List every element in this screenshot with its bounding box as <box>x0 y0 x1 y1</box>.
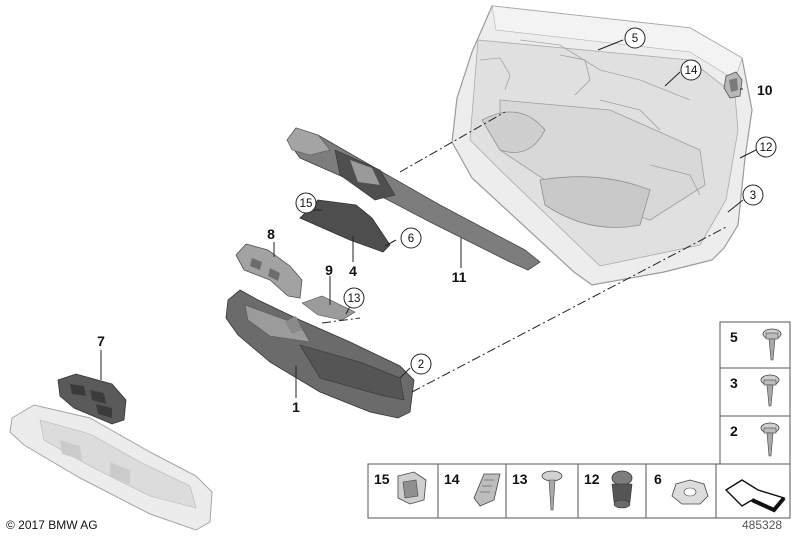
legend-side-label-0: 5 <box>730 329 738 345</box>
armrest-carrier-illustration <box>9 404 213 531</box>
screw-13-icon <box>541 470 563 511</box>
legend-side-label-2: 2 <box>730 423 738 439</box>
switch-module-part-7-illustration <box>57 373 127 425</box>
legend-bottom-label-1: 14 <box>444 471 460 487</box>
callout-3: 3 <box>750 190 756 202</box>
callout-9: 9 <box>325 262 333 278</box>
copyright-text: © 2017 BMW AG <box>6 518 98 532</box>
door-panel-illustration <box>451 5 753 286</box>
callout-1: 1 <box>292 399 300 415</box>
upper-trim-part-11-illustration <box>286 127 541 271</box>
legend-bottom-label-0: 15 <box>374 471 390 487</box>
screw-2-icon <box>760 422 780 457</box>
callout-5: 5 <box>632 33 638 45</box>
callout-6: 6 <box>408 233 414 245</box>
clip-15-icon <box>397 471 427 505</box>
screw-3-icon <box>760 374 780 407</box>
armrest-part-1-illustration <box>225 289 415 419</box>
clip-14-icon <box>473 473 501 507</box>
callout-12: 12 <box>760 142 773 154</box>
legend-side-label-1: 3 <box>730 375 738 391</box>
callout-2: 2 <box>418 359 424 371</box>
diagram-number: 485328 <box>742 518 782 532</box>
washer-6-icon <box>671 479 709 505</box>
callout-15: 15 <box>300 198 313 210</box>
bracket-part-8-illustration <box>235 243 303 299</box>
leader-lines <box>100 39 757 398</box>
grommet-12-icon <box>611 470 633 509</box>
direction-arrow-icon <box>724 479 786 513</box>
fastener-legend-bottom: 15 14 13 12 6 <box>367 463 791 519</box>
callout-11: 11 <box>452 269 467 285</box>
trim-part-9-illustration <box>301 295 356 321</box>
callout-8: 8 <box>267 226 275 242</box>
fastener-legend-side: 5 3 2 <box>719 321 791 465</box>
callout-10: 10 <box>757 82 773 98</box>
clip-part-10-illustration <box>723 71 743 99</box>
legend-bottom-label-4: 6 <box>654 471 662 487</box>
callout-4: 4 <box>349 263 357 279</box>
assembly-lines <box>321 111 729 393</box>
callout-labels: 5 14 10 12 3 15 6 4 11 8 9 13 2 1 7 <box>97 27 777 415</box>
legend-bottom-label-3: 12 <box>584 471 600 487</box>
legend-bottom-label-2: 13 <box>512 471 528 487</box>
callout-13: 13 <box>348 293 361 305</box>
callout-14: 14 <box>685 65 698 77</box>
trim-part-4-illustration <box>299 199 391 253</box>
callout-7: 7 <box>97 333 105 349</box>
screw-5-icon <box>762 328 782 361</box>
